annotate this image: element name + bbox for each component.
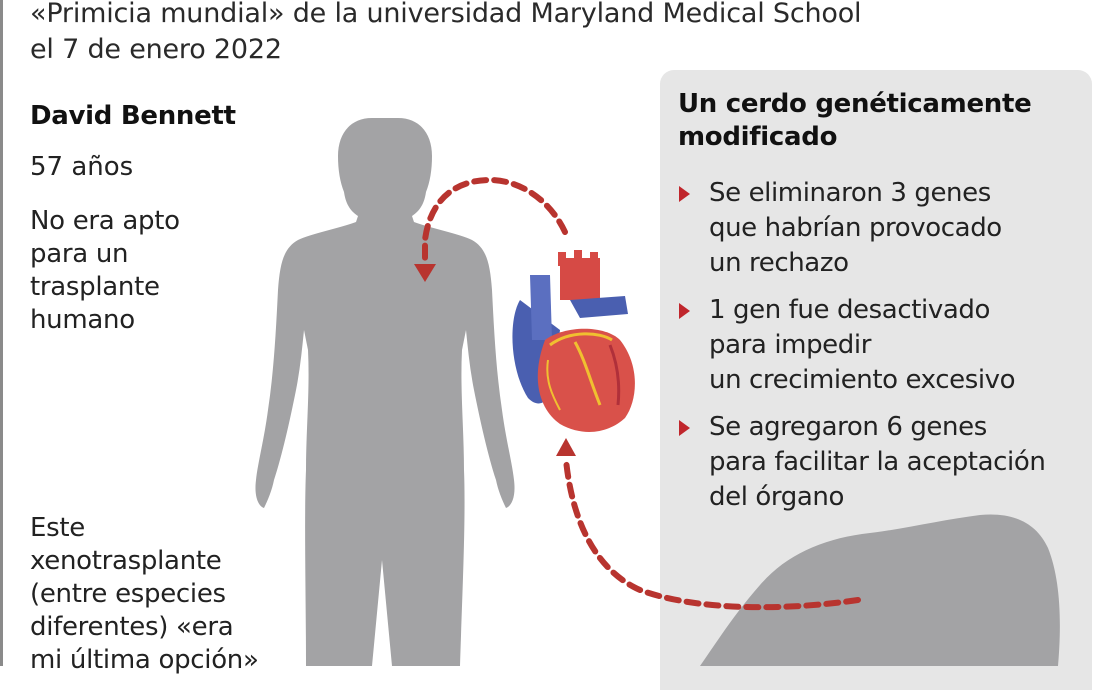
list-item-line: un crecimiento excesivo <box>709 365 1016 395</box>
dashed-arrow-icon <box>414 176 568 282</box>
list-item-line: Se eliminaron 3 genes <box>709 178 991 208</box>
list-item-line: del órgano <box>709 482 844 512</box>
dashed-arrow-icon <box>556 438 861 611</box>
patient-status-line: humano <box>30 305 135 335</box>
list-item-line: un rechazo <box>709 248 849 278</box>
illustration <box>255 118 1060 666</box>
panel-title-line-2: modificado <box>678 122 838 152</box>
patient-name: David Bennett <box>30 101 236 131</box>
list-item-line: para impedir <box>709 330 871 360</box>
patient-status-line: para un <box>30 239 129 269</box>
pig-silhouette-icon <box>700 514 1060 666</box>
list-item: Se agregaron 6 genes para facilitar la a… <box>676 410 1096 515</box>
patient-quote-line: mi última opción» <box>30 645 259 675</box>
list-item-line: Se agregaron 6 genes <box>709 412 987 442</box>
bullet-triangle-icon <box>679 303 690 319</box>
heart-icon <box>512 250 635 432</box>
list-item: Se eliminaron 3 genes que habrían provoc… <box>676 176 1096 281</box>
patient-status: No era apto para un trasplante humano <box>30 205 260 337</box>
bullet-triangle-icon <box>679 186 690 202</box>
patient-age: 57 años <box>30 152 134 182</box>
list-item-line: para facilitar la aceptación <box>709 447 1046 477</box>
bullet-triangle-icon <box>679 420 690 436</box>
human-silhouette-icon <box>255 118 515 666</box>
left-border <box>0 0 3 666</box>
panel-title-line-1: Un cerdo genéticamente <box>678 89 1032 119</box>
patient-status-line: trasplante <box>30 272 160 302</box>
list-item-line: que habrían provocado <box>709 213 1002 243</box>
subtitle: «Primicia mundial» de la universidad Mar… <box>30 0 862 68</box>
patient-quote-line: diferentes) «era <box>30 612 234 642</box>
patient-quote-line: Este <box>30 513 85 543</box>
panel-title: Un cerdo genéticamente modificado <box>678 88 1032 154</box>
subtitle-line-1: «Primicia mundial» de la universidad Mar… <box>30 0 862 29</box>
list-item: 1 gen fue desactivado para impedir un cr… <box>676 293 1096 398</box>
list-item-line: 1 gen fue desactivado <box>709 295 990 325</box>
patient-quote: Este xenotrasplante (entre especies dife… <box>30 512 300 677</box>
patient-quote-line: (entre especies <box>30 579 226 609</box>
patient-quote-line: xenotrasplante <box>30 546 222 576</box>
patient-status-line: No era apto <box>30 206 180 236</box>
gene-modification-list: Se eliminaron 3 genes que habrían provoc… <box>676 176 1096 527</box>
subtitle-line-2: el 7 de enero 2022 <box>30 34 282 65</box>
